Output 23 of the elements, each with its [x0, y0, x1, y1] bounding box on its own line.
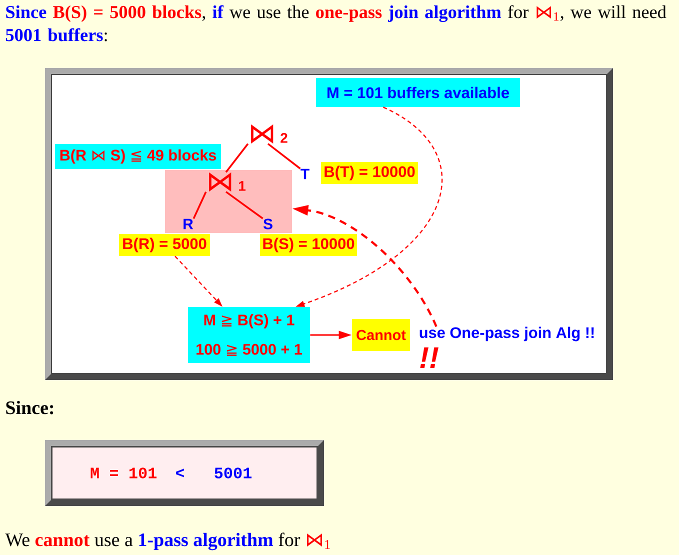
tree-line [225, 143, 249, 173]
join-symbol: ⋈ 1 [209, 172, 246, 192]
tree-line [225, 191, 264, 220]
callout-box: M = 101 buffers available [316, 78, 520, 107]
highlight-box: Cannot [352, 319, 410, 351]
formula-box: M ≧ B(S) + 1 100 ≧ 5000 + 1 [188, 307, 310, 363]
size-label: B(R) = 5000 [119, 234, 210, 256]
relation-label: R [184, 218, 194, 230]
relation-label: T [300, 168, 310, 180]
tree-line [267, 143, 301, 170]
tree-line [192, 191, 207, 220]
relation-label: S [263, 218, 272, 230]
code-box: M = 101 < 5001 [45, 440, 324, 506]
exclamation-marks: !! [420, 347, 438, 368]
size-label: B(T) = 10000 [321, 162, 418, 184]
paragraph: We cannot use a 1-pass algorithm for ⋈$_{1}$ [5, 532, 330, 550]
shaded-region [165, 170, 292, 233]
join-symbol: ⋈ 2 [251, 124, 288, 144]
size-label: B(S) = 10000 [260, 234, 357, 256]
paragraph: Since B(S) = 5000 blocks, if we use the one-pass join algorithm for ⋈$_{1}$, we will need 5001 buffers: [6, 5, 666, 42]
callout-box: B(R ⋈ S) ≦ 49 blocks [55, 144, 221, 169]
note-text: use One-pass join Alg !! [420, 326, 594, 342]
heading: Since: [6, 400, 54, 414]
